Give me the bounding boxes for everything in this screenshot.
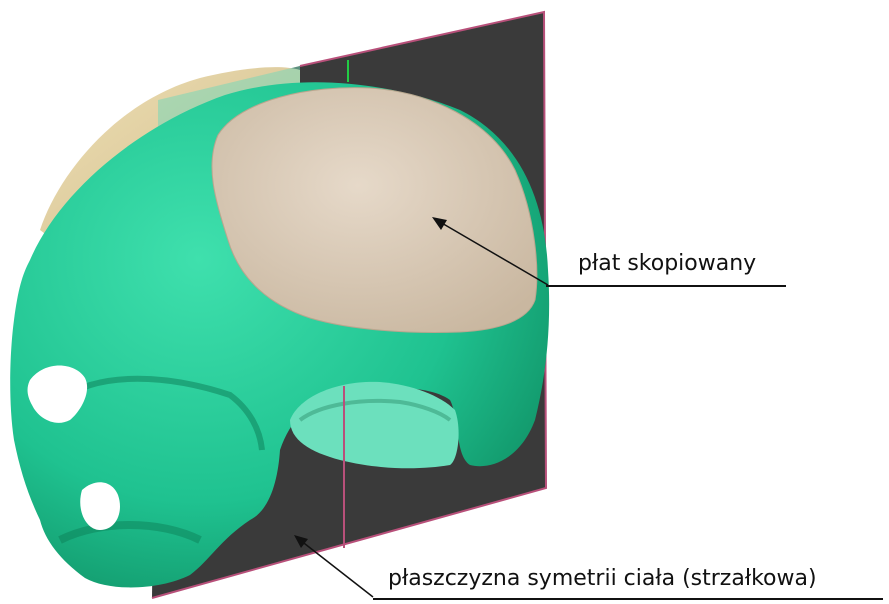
symmetry-plane-label: płaszczyzna symetrii ciała (strzałkowa) (388, 566, 817, 591)
symmetry-plane-label-underline (373, 598, 883, 600)
copied-flap-label: płat skopiowany (578, 251, 756, 276)
copied-flap-label-underline (546, 285, 786, 287)
